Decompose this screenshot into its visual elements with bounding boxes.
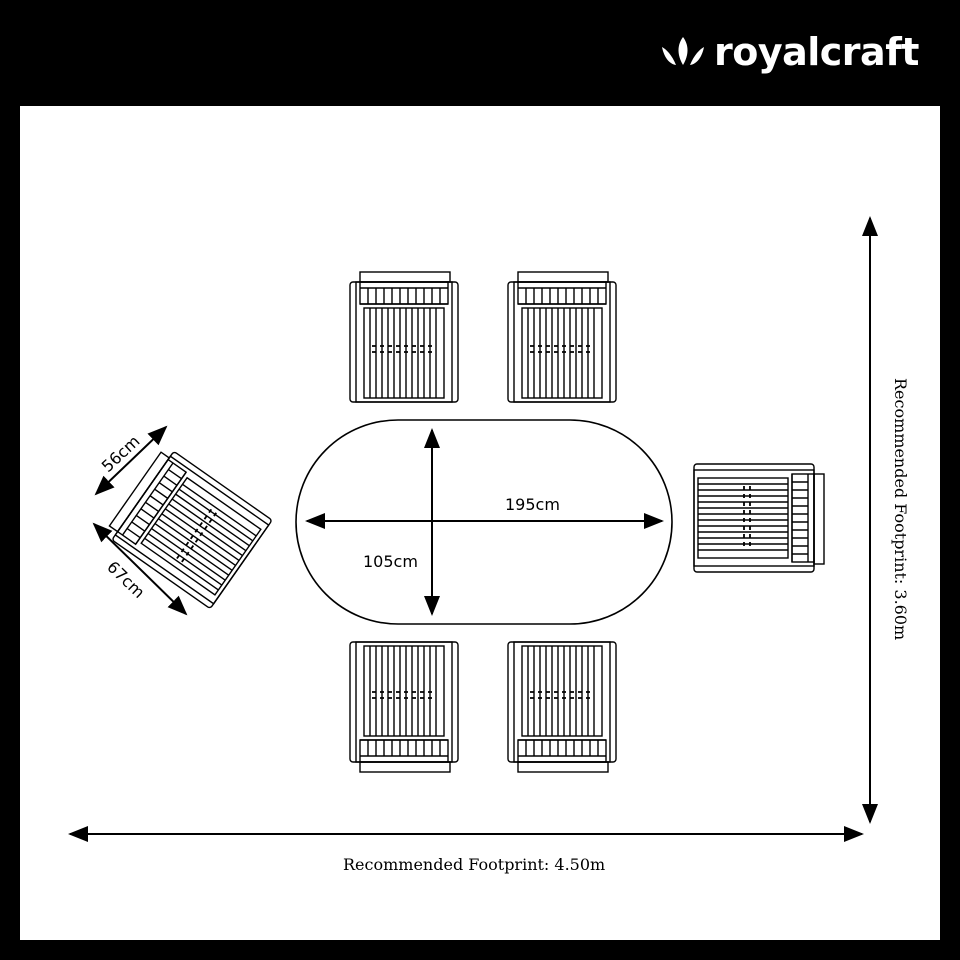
table-length-label: 195cm [505, 495, 560, 514]
chair-bottom-right [507, 641, 617, 773]
table-width-label: 105cm [363, 552, 418, 571]
chair-width-arrow [94, 425, 168, 496]
chair-bottom-left [349, 641, 459, 773]
brand-name: royalcraft [714, 30, 919, 74]
chair-depth-label: 67cm [103, 557, 148, 602]
footprint-width-label: Recommended Footprint: 4.50m [343, 855, 605, 874]
chair-top-left [349, 271, 459, 403]
footprint-height-label: Recommended Footprint: 3.60m [891, 378, 910, 640]
chair-top-right [507, 271, 617, 403]
oval-table [295, 419, 673, 625]
chair-depth-arrow [92, 522, 188, 616]
brand-logo: royalcraft [660, 28, 919, 76]
chair-right-end [693, 463, 825, 573]
crown-icon [662, 37, 704, 65]
